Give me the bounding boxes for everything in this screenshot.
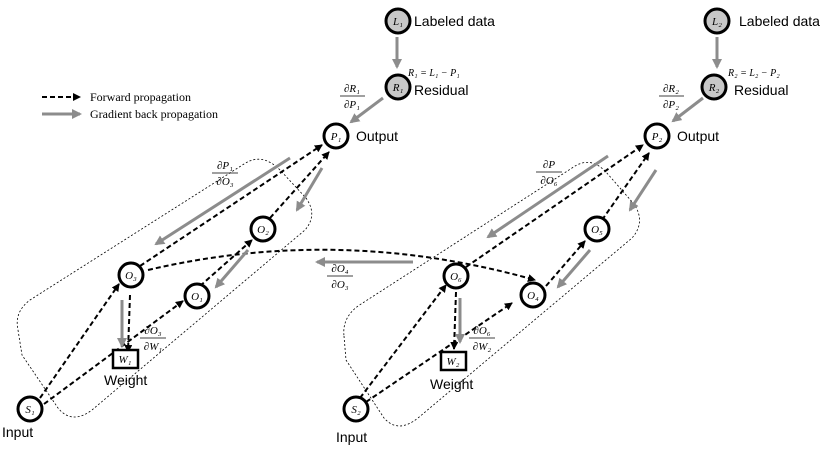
residual-2-label: Residual bbox=[734, 82, 788, 98]
left-gradient-edges bbox=[117, 37, 413, 348]
residual-1-equation: R₁ = L₁ − P₁ bbox=[407, 68, 460, 79]
legend: Forward propagation Gradient back propag… bbox=[42, 90, 218, 121]
node-l2-label: L₂ bbox=[711, 16, 722, 28]
node-o3 bbox=[117, 261, 145, 289]
node-o5-label: O₅ bbox=[591, 224, 603, 236]
node-o1-label: O₁ bbox=[191, 291, 203, 303]
node-r2 bbox=[700, 73, 728, 101]
node-o5 bbox=[583, 215, 611, 243]
fraction-numerator: ∂R₂ bbox=[663, 83, 679, 95]
node-o1 bbox=[183, 282, 211, 310]
left-group-boundary bbox=[16, 158, 313, 418]
output-1-label: Output bbox=[356, 128, 398, 144]
fraction-do4-do3: ∂O₄ ∂O₃ bbox=[327, 263, 353, 291]
labeled-data-2-label: Labeled data bbox=[739, 13, 820, 29]
weight-2-label: Weight bbox=[430, 376, 473, 392]
left-nodes: L₁ R₁ P₁ O₂ O₃ O₁ W₁ S₁ bbox=[16, 7, 412, 423]
node-s2-label: S₂ bbox=[351, 404, 361, 416]
node-r1 bbox=[384, 73, 412, 101]
fraction-denominator: ∂O₃ bbox=[331, 279, 348, 291]
fraction-numerator: ∂O₄ bbox=[331, 263, 348, 275]
node-p1-label: P₁ bbox=[330, 131, 342, 143]
fraction-denominator: ∂O₆ bbox=[540, 175, 557, 187]
fraction-do3-dw1: ∂O₃ ∂W₁ bbox=[140, 325, 166, 353]
legend-backward-label: Gradient back propagation bbox=[90, 107, 218, 121]
fraction-denominator: ∂W₁ bbox=[144, 341, 163, 353]
right-nodes: L₂ R₂ P₂ O₅ O₆ O₄ W₂ S₂ bbox=[342, 7, 731, 423]
node-p2 bbox=[643, 122, 671, 150]
node-o6-label: O₆ bbox=[450, 271, 462, 283]
right-forward-edges bbox=[359, 144, 650, 403]
fraction-numerator: ∂P bbox=[543, 159, 555, 171]
node-l2 bbox=[703, 7, 731, 35]
node-r1-label: R₁ bbox=[392, 82, 404, 94]
node-p1 bbox=[322, 122, 350, 150]
node-w1-label: W₁ bbox=[119, 354, 132, 366]
fraction-dp-do6: ∂P ∂O₆ bbox=[536, 159, 562, 187]
input-1-label: Input bbox=[2, 424, 33, 440]
node-w1 bbox=[111, 348, 140, 370]
fraction-denominator: ∂P₁ bbox=[344, 99, 360, 111]
fraction-dr2-dp2: ∂R₂ ∂P₂ bbox=[659, 83, 684, 111]
node-s1 bbox=[16, 395, 44, 423]
fraction-denominator: ∂O₃ bbox=[216, 176, 233, 188]
left-forward-edges bbox=[39, 144, 536, 405]
weight-1-label: Weight bbox=[104, 372, 147, 388]
legend-forward-label: Forward propagation bbox=[90, 90, 191, 104]
right-gradient-edges bbox=[455, 37, 722, 344]
fraction-numerator: ∂R₁ bbox=[344, 83, 360, 95]
fraction-dp1-do3: ∂P₁ ∂O₃ bbox=[212, 160, 238, 188]
node-w2-label: W₂ bbox=[447, 356, 460, 368]
residual-1-label: Residual bbox=[414, 82, 468, 98]
node-o2 bbox=[249, 215, 277, 243]
fraction-numerator: ∂O₆ bbox=[473, 325, 490, 337]
node-r2-label: R₂ bbox=[708, 82, 720, 94]
node-w2 bbox=[439, 350, 468, 372]
fraction-numerator: ∂P₁ bbox=[217, 160, 233, 172]
node-s1-label: S₁ bbox=[25, 404, 35, 416]
node-o3-label: O₃ bbox=[125, 270, 137, 282]
output-2-label: Output bbox=[677, 128, 719, 144]
fraction-denominator: ∂W₂ bbox=[473, 341, 492, 353]
node-labels: Labeled data Residual Output Weight Inpu… bbox=[2, 13, 820, 445]
node-o2-label: O₂ bbox=[257, 224, 269, 236]
labeled-data-1-label: Labeled data bbox=[414, 13, 495, 29]
node-o4-label: O₄ bbox=[527, 290, 539, 302]
input-2-label: Input bbox=[336, 429, 367, 445]
node-l1-label: L₁ bbox=[392, 16, 403, 28]
node-o6 bbox=[442, 262, 470, 290]
node-l1 bbox=[384, 7, 412, 35]
fraction-denominator: ∂P₂ bbox=[663, 99, 679, 111]
node-s2 bbox=[342, 395, 370, 423]
fraction-do6-dw2: ∂O₆ ∂W₂ bbox=[469, 325, 495, 353]
fraction-numerator: ∂O₃ bbox=[144, 325, 161, 337]
fraction-dr1-dp1: ∂R₁ ∂P₁ bbox=[340, 83, 365, 111]
residual-2-equation: R₂ = L₂ − P₂ bbox=[727, 68, 780, 79]
node-p2-label: P₂ bbox=[651, 131, 663, 143]
node-o4 bbox=[519, 281, 547, 309]
